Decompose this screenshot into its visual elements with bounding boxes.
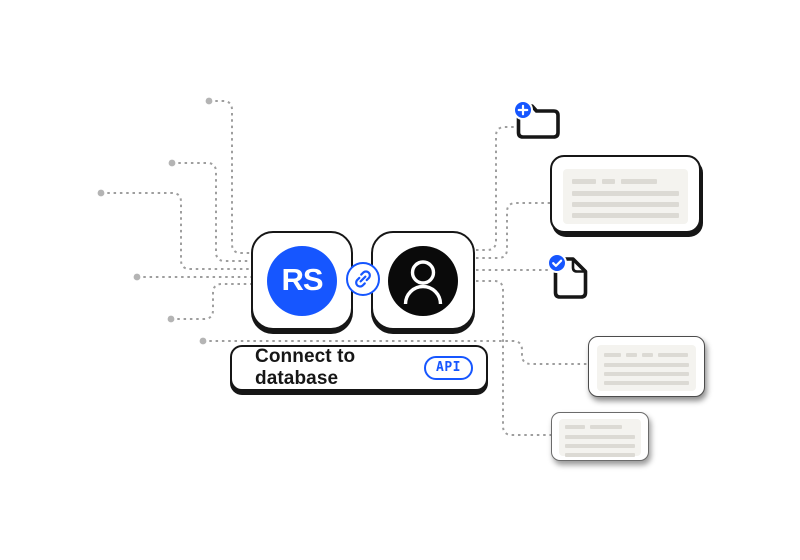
document-card-bottom: [551, 412, 649, 461]
skeleton-text-line: [604, 372, 689, 376]
wire-left-1: [209, 100, 252, 254]
document-card-bottom-content: [559, 419, 641, 457]
source-app-tile[interactable]: RS: [251, 231, 353, 330]
skeleton-text-line: [565, 444, 635, 448]
skeleton-text-line: [572, 202, 679, 207]
document-card-top-content: [563, 169, 688, 224]
link-chain-icon: [355, 270, 371, 288]
add-folder-icon: [513, 100, 560, 139]
plus-badge-icon: [513, 100, 533, 120]
wire-endpoint-dots: [97, 97, 213, 345]
verified-document-icon: [547, 253, 588, 299]
skeleton-title-row: [604, 353, 689, 357]
skeleton-text-line: [604, 381, 689, 385]
document-card-middle-content: [597, 345, 696, 391]
wire-to-folder: [476, 126, 517, 251]
destination-app-tile[interactable]: [371, 231, 475, 330]
user-icon: [388, 245, 458, 316]
wire-to-top-card: [476, 202, 550, 259]
skeleton-title-row: [565, 425, 635, 429]
rs-logo-icon: RS: [267, 245, 337, 316]
skeleton-text-line: [572, 213, 679, 218]
link-connection-badge: [346, 262, 380, 296]
api-badge[interactable]: API: [424, 355, 473, 381]
skeleton-text-line: [565, 435, 635, 439]
skeleton-text-line: [565, 453, 635, 457]
wire-left-2: [172, 162, 252, 262]
document-card-middle: [588, 336, 705, 397]
wire-left-5: [171, 283, 252, 320]
skeleton-text-line: [604, 363, 689, 367]
skeleton-title-row: [572, 179, 679, 184]
check-badge-icon: [547, 253, 567, 273]
document-card-top: [550, 155, 701, 233]
connect-to-database-pill[interactable]: Connect to database API: [230, 345, 488, 391]
caption-label: Connect to database: [255, 346, 356, 389]
rs-logo-text: RS: [281, 262, 323, 297]
wire-under-cards: [203, 340, 589, 365]
wire-left-3: [101, 192, 252, 270]
skeleton-text-line: [572, 191, 679, 196]
